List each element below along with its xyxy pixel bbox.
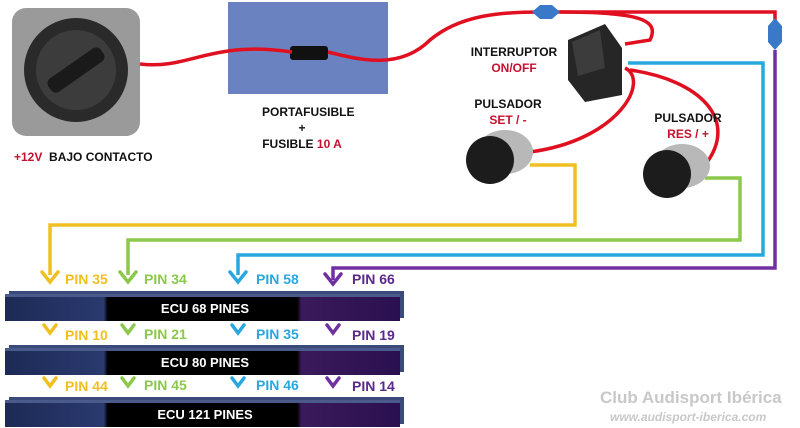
switch-to-res-wire [629,68,720,167]
pin-label: PIN 34 [144,271,187,287]
switch-signal-wire [236,61,765,275]
inline-connector [532,5,560,19]
watermark-url: www.audisport-iberica.com [610,410,767,424]
set-wire [48,163,577,275]
pin-label: PIN 58 [256,271,299,287]
ecu-bar: ECU 68 PINES [5,294,400,321]
pin-label: PIN 35 [65,271,108,287]
arrow-icon [323,272,343,287]
pin-label: PIN 19 [352,327,395,343]
ecu-bar: ECU 80 PINES [5,348,400,375]
res-push-button [643,144,710,198]
fuse-wire [331,50,777,280]
fuse-label: PORTAFUSIBLE+ FUSIBLE 10 A [262,105,355,151]
pin-label: PIN 66 [352,271,395,287]
pin-label: PIN 35 [256,326,299,342]
power-wire [139,10,777,67]
pin-label: PIN 45 [144,377,187,393]
ecu-bar: ECU 121 PINES [5,400,400,427]
arrow-icon [228,270,248,285]
set-push-button [466,130,533,184]
light-switch-knob [12,8,140,136]
pin-label: PIN 21 [144,326,187,342]
res-wire [126,176,742,275]
power-wire-switch [559,10,655,46]
source-label: +12V BAJO CONTACTO [14,150,153,164]
pin-label: PIN 46 [256,377,299,393]
inline-connector [768,18,782,50]
switch-to-set-wire [529,66,636,154]
rocker-switch [568,24,622,102]
arrow-icon [40,270,60,285]
pin-label: PIN 10 [65,327,108,343]
watermark-title: Club Audisport Ibérica [600,388,782,407]
arrow-icon [118,270,138,285]
pin-label: PIN 14 [352,378,395,394]
pin-label: PIN 44 [65,378,108,394]
